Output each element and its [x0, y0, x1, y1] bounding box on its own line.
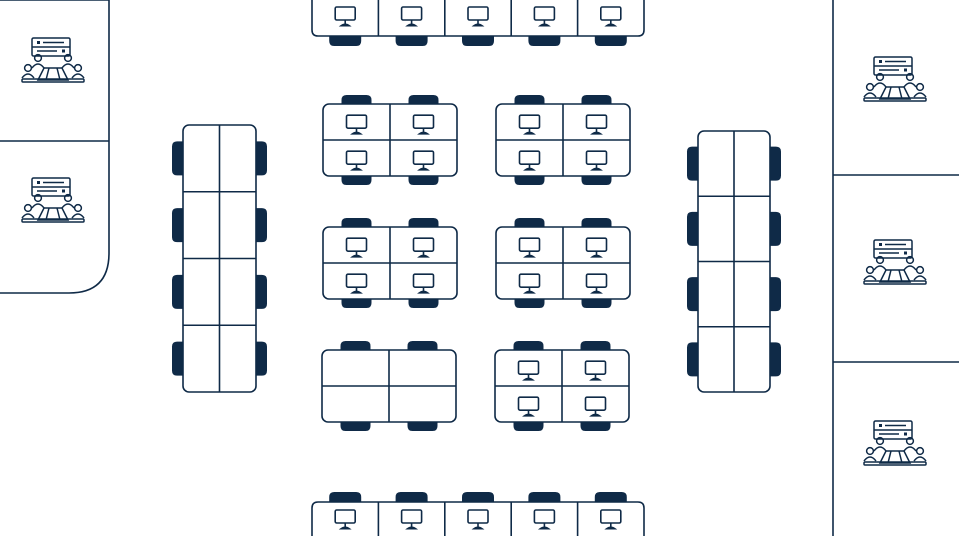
meeting-room-icon	[21, 37, 85, 83]
chair-icon	[462, 492, 494, 504]
monitor-icon	[467, 6, 489, 27]
monitor-icon	[412, 150, 435, 171]
chair-icon	[594, 34, 627, 46]
chair-icon	[254, 274, 267, 309]
meeting-room-icon	[21, 177, 85, 223]
chair-icon	[254, 208, 267, 243]
monitor-icon	[585, 237, 608, 258]
monitor-icon	[334, 509, 357, 530]
chair-icon	[687, 211, 700, 246]
chair-icon	[329, 34, 362, 46]
monitor-icon	[517, 396, 540, 417]
monitor-icon	[517, 360, 540, 381]
chair-icon	[172, 208, 185, 243]
desk-pod-2[interactable]	[495, 95, 631, 185]
monitor-icon	[518, 273, 541, 294]
chair-icon	[329, 492, 362, 504]
monitor-icon	[585, 273, 608, 294]
monitor-icon	[584, 396, 607, 417]
chair-icon	[687, 342, 700, 377]
chair-icon	[528, 492, 561, 504]
monitor-icon	[345, 273, 368, 294]
monitor-icon	[400, 6, 423, 27]
desk-bench-right[interactable]	[687, 130, 781, 393]
chair-icon	[594, 492, 627, 504]
chair-icon	[768, 342, 781, 377]
chair-icon	[768, 146, 781, 181]
monitor-icon	[518, 237, 541, 258]
chair-icon	[687, 277, 700, 312]
monitor-icon	[345, 114, 368, 135]
desk-pod-1[interactable]	[322, 95, 458, 185]
desk-pod-4[interactable]	[495, 218, 631, 308]
desk-row-top[interactable]	[311, 0, 645, 46]
meeting-room-icon	[863, 239, 927, 285]
monitor-icon	[518, 150, 541, 171]
chair-icon	[395, 492, 428, 504]
desk-pod-6[interactable]	[494, 341, 630, 431]
monitor-icon	[599, 6, 622, 27]
monitor-icon	[584, 360, 607, 381]
desk-pod-3[interactable]	[322, 218, 458, 308]
chair-icon	[172, 274, 185, 309]
monitor-icon	[334, 6, 357, 27]
monitor-icon	[412, 237, 435, 258]
chair-icon	[462, 34, 494, 46]
meeting-room-icon	[863, 420, 927, 466]
monitor-icon	[345, 150, 368, 171]
monitor-icon	[412, 114, 435, 135]
chair-icon	[172, 341, 185, 376]
monitor-icon	[345, 237, 368, 258]
chair-icon	[254, 341, 267, 376]
monitor-icon	[412, 273, 435, 294]
desk-row-bottom[interactable]	[311, 492, 645, 536]
meeting-room-icon	[863, 56, 927, 102]
chair-icon	[254, 141, 267, 176]
chair-icon	[768, 277, 781, 312]
monitor-icon	[533, 509, 556, 530]
monitor-icon	[599, 509, 622, 530]
chair-icon	[172, 141, 185, 176]
desk-pod-5[interactable]	[321, 341, 457, 431]
chair-icon	[395, 34, 428, 46]
monitor-icon	[518, 114, 541, 135]
chair-icon	[687, 146, 700, 181]
monitor-icon	[533, 6, 556, 27]
desk-bench-left[interactable]	[172, 124, 267, 393]
monitor-icon	[585, 114, 608, 135]
monitor-icon	[467, 509, 489, 530]
chair-icon	[528, 34, 561, 46]
chair-icon	[768, 211, 781, 246]
monitor-icon	[400, 509, 423, 530]
left-room-wall	[0, 0, 110, 294]
monitor-icon	[585, 150, 608, 171]
